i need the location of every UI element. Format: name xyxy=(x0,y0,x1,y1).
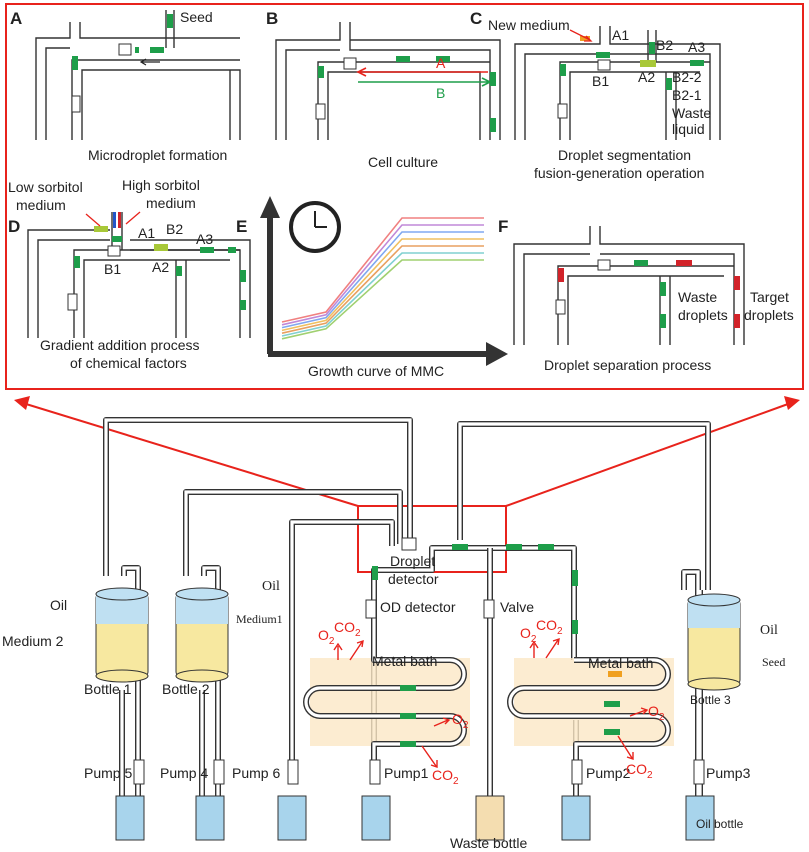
panel-c-b2: B2 xyxy=(656,37,673,53)
metal-bath-1-label: Metal bath xyxy=(372,653,437,669)
panel-d-letter: D xyxy=(8,217,20,236)
droplet-detector-line2: detector xyxy=(388,571,439,587)
droplet-detector-line1: Droplet xyxy=(390,553,435,569)
reservoirs xyxy=(115,795,715,841)
panel-d-a2: A2 xyxy=(152,259,169,275)
gas-o2-3: O2 xyxy=(520,625,537,645)
bottle3-label: Bottle 3 xyxy=(690,693,731,707)
panel-b-label-b: B xyxy=(436,85,445,101)
panel-c-caption-line1: Droplet segmentation xyxy=(558,147,691,163)
panel-d-low-line2: medium xyxy=(16,197,66,213)
bottle1-oil-label: Oil xyxy=(50,597,67,613)
bottle2-medium-label: Medium1 xyxy=(236,612,283,626)
panel-d: D Low sorbitol medium High sorbitol medi… xyxy=(8,177,251,371)
bottle-3 xyxy=(687,593,741,691)
panel-c-caption-line2: fusion-generation operation xyxy=(534,165,704,181)
panel-c-b1: B1 xyxy=(592,73,609,89)
panel-a-letter: A xyxy=(10,9,22,28)
panel-f: F Waste droplets Target droplets Droplet… xyxy=(498,217,794,373)
gas-o2-2: O2 xyxy=(452,711,469,731)
bottle-1 xyxy=(95,587,149,683)
growth-curve-line xyxy=(281,252,484,337)
panel-c-a1: A1 xyxy=(612,27,629,43)
pump4-label: Pump 4 xyxy=(160,765,208,781)
growth-curve-line xyxy=(281,231,484,329)
metal-bath-2-label: Metal bath xyxy=(588,655,653,671)
panel-c-a2: A2 xyxy=(638,69,655,85)
gas-co2-4: CO2 xyxy=(626,761,653,781)
oil-bottle-label: Oil bottle xyxy=(696,817,744,831)
panel-d-high-line1: High sorbitol xyxy=(122,177,200,193)
bottle1-label: Bottle 1 xyxy=(84,681,132,697)
panel-c-a3: A3 xyxy=(688,39,705,55)
growth-curve-line xyxy=(281,245,484,334)
panel-d-a1: A1 xyxy=(138,225,155,241)
gas-o2-4: O2 xyxy=(648,703,665,723)
panel-c-b2-1: B2-1 xyxy=(672,87,702,103)
od-detector-label: OD detector xyxy=(380,599,456,615)
panel-c-waste-line2: liquid xyxy=(672,121,705,137)
pump5-label: Pump 5 xyxy=(84,765,132,781)
panel-a-seed-label: Seed xyxy=(180,9,213,25)
bottle2-label: Bottle 2 xyxy=(162,681,210,697)
system-labels: Oil Medium 2 Bottle 1 Oil Medium1 Bottle… xyxy=(2,553,785,851)
gas-co2-3: CO2 xyxy=(536,617,563,637)
chip-droplets xyxy=(372,544,578,634)
panel-d-caption-line2: of chemical factors xyxy=(70,355,187,371)
panel-f-caption: Droplet separation process xyxy=(544,357,711,373)
panel-c-b2-2: B2-2 xyxy=(672,69,702,85)
gas-co2-2: CO2 xyxy=(432,767,459,787)
pump1-label: Pump1 xyxy=(384,765,429,781)
metal-bath-1 xyxy=(303,570,470,760)
panel-f-target-line1: Target xyxy=(750,289,789,305)
detail-frame xyxy=(5,3,804,390)
panel-f-letter: F xyxy=(498,217,508,236)
clock-icon xyxy=(289,201,341,253)
panel-e: E Growth curve of MMC xyxy=(236,196,508,379)
growth-curve-line xyxy=(281,217,484,323)
metal-bath-2 xyxy=(507,657,674,760)
panel-f-target-line2: droplets xyxy=(744,307,794,323)
gas-co2-1: CO2 xyxy=(334,619,361,639)
bottle3-seed-label: Seed xyxy=(762,655,785,669)
valve-label: Valve xyxy=(500,599,534,615)
growth-curve-line xyxy=(281,224,484,326)
bottle-2 xyxy=(175,587,229,683)
panel-b: B A B Cell culture xyxy=(266,9,501,170)
panel-d-a3: A3 xyxy=(196,231,213,247)
panel-a-caption: Microdroplet formation xyxy=(88,147,227,163)
growth-curve-line xyxy=(281,238,484,332)
bottle1-medium-label: Medium 2 xyxy=(2,633,64,649)
pump6-label: Pump 6 xyxy=(232,765,280,781)
panel-c-waste-line1: Waste xyxy=(672,105,711,121)
panel-c: C New medium A1 B2 A3 B1 A2 B2-2 B2-1 Wa… xyxy=(470,9,721,181)
panel-e-caption: Growth curve of MMC xyxy=(308,363,444,379)
panel-a: A Seed Microdroplet formation xyxy=(10,9,241,163)
panel-d-high-line2: medium xyxy=(146,195,196,211)
panel-b-caption: Cell culture xyxy=(368,154,438,170)
panel-c-new-medium: New medium xyxy=(488,17,570,33)
growth-curve-line xyxy=(281,259,484,340)
panel-d-caption-line1: Gradient addition process xyxy=(40,337,200,353)
pump3-label: Pump3 xyxy=(706,765,751,781)
growth-curves xyxy=(281,217,484,340)
panel-d-b1: B1 xyxy=(104,261,121,277)
panel-d-b2: B2 xyxy=(166,221,183,237)
panel-b-label-a: A xyxy=(436,55,446,71)
pump2-label: Pump2 xyxy=(586,765,631,781)
gas-arrows xyxy=(333,637,649,768)
pumps xyxy=(133,759,705,785)
panel-b-letter: B xyxy=(266,9,278,28)
panel-d-low-line1: Low sorbitol xyxy=(8,179,83,195)
panel-c-letter: C xyxy=(470,9,482,28)
bottle2-oil-label: Oil xyxy=(262,579,280,594)
gas-o2-1: O2 xyxy=(318,627,335,647)
detectors xyxy=(365,537,495,619)
bottle3-oil-label: Oil xyxy=(760,623,778,638)
panel-f-waste-line1: Waste xyxy=(678,289,717,305)
waste-bottle-label: Waste bottle xyxy=(450,835,528,851)
panel-e-letter: E xyxy=(236,217,247,236)
panel-f-waste-line2: droplets xyxy=(678,307,728,323)
